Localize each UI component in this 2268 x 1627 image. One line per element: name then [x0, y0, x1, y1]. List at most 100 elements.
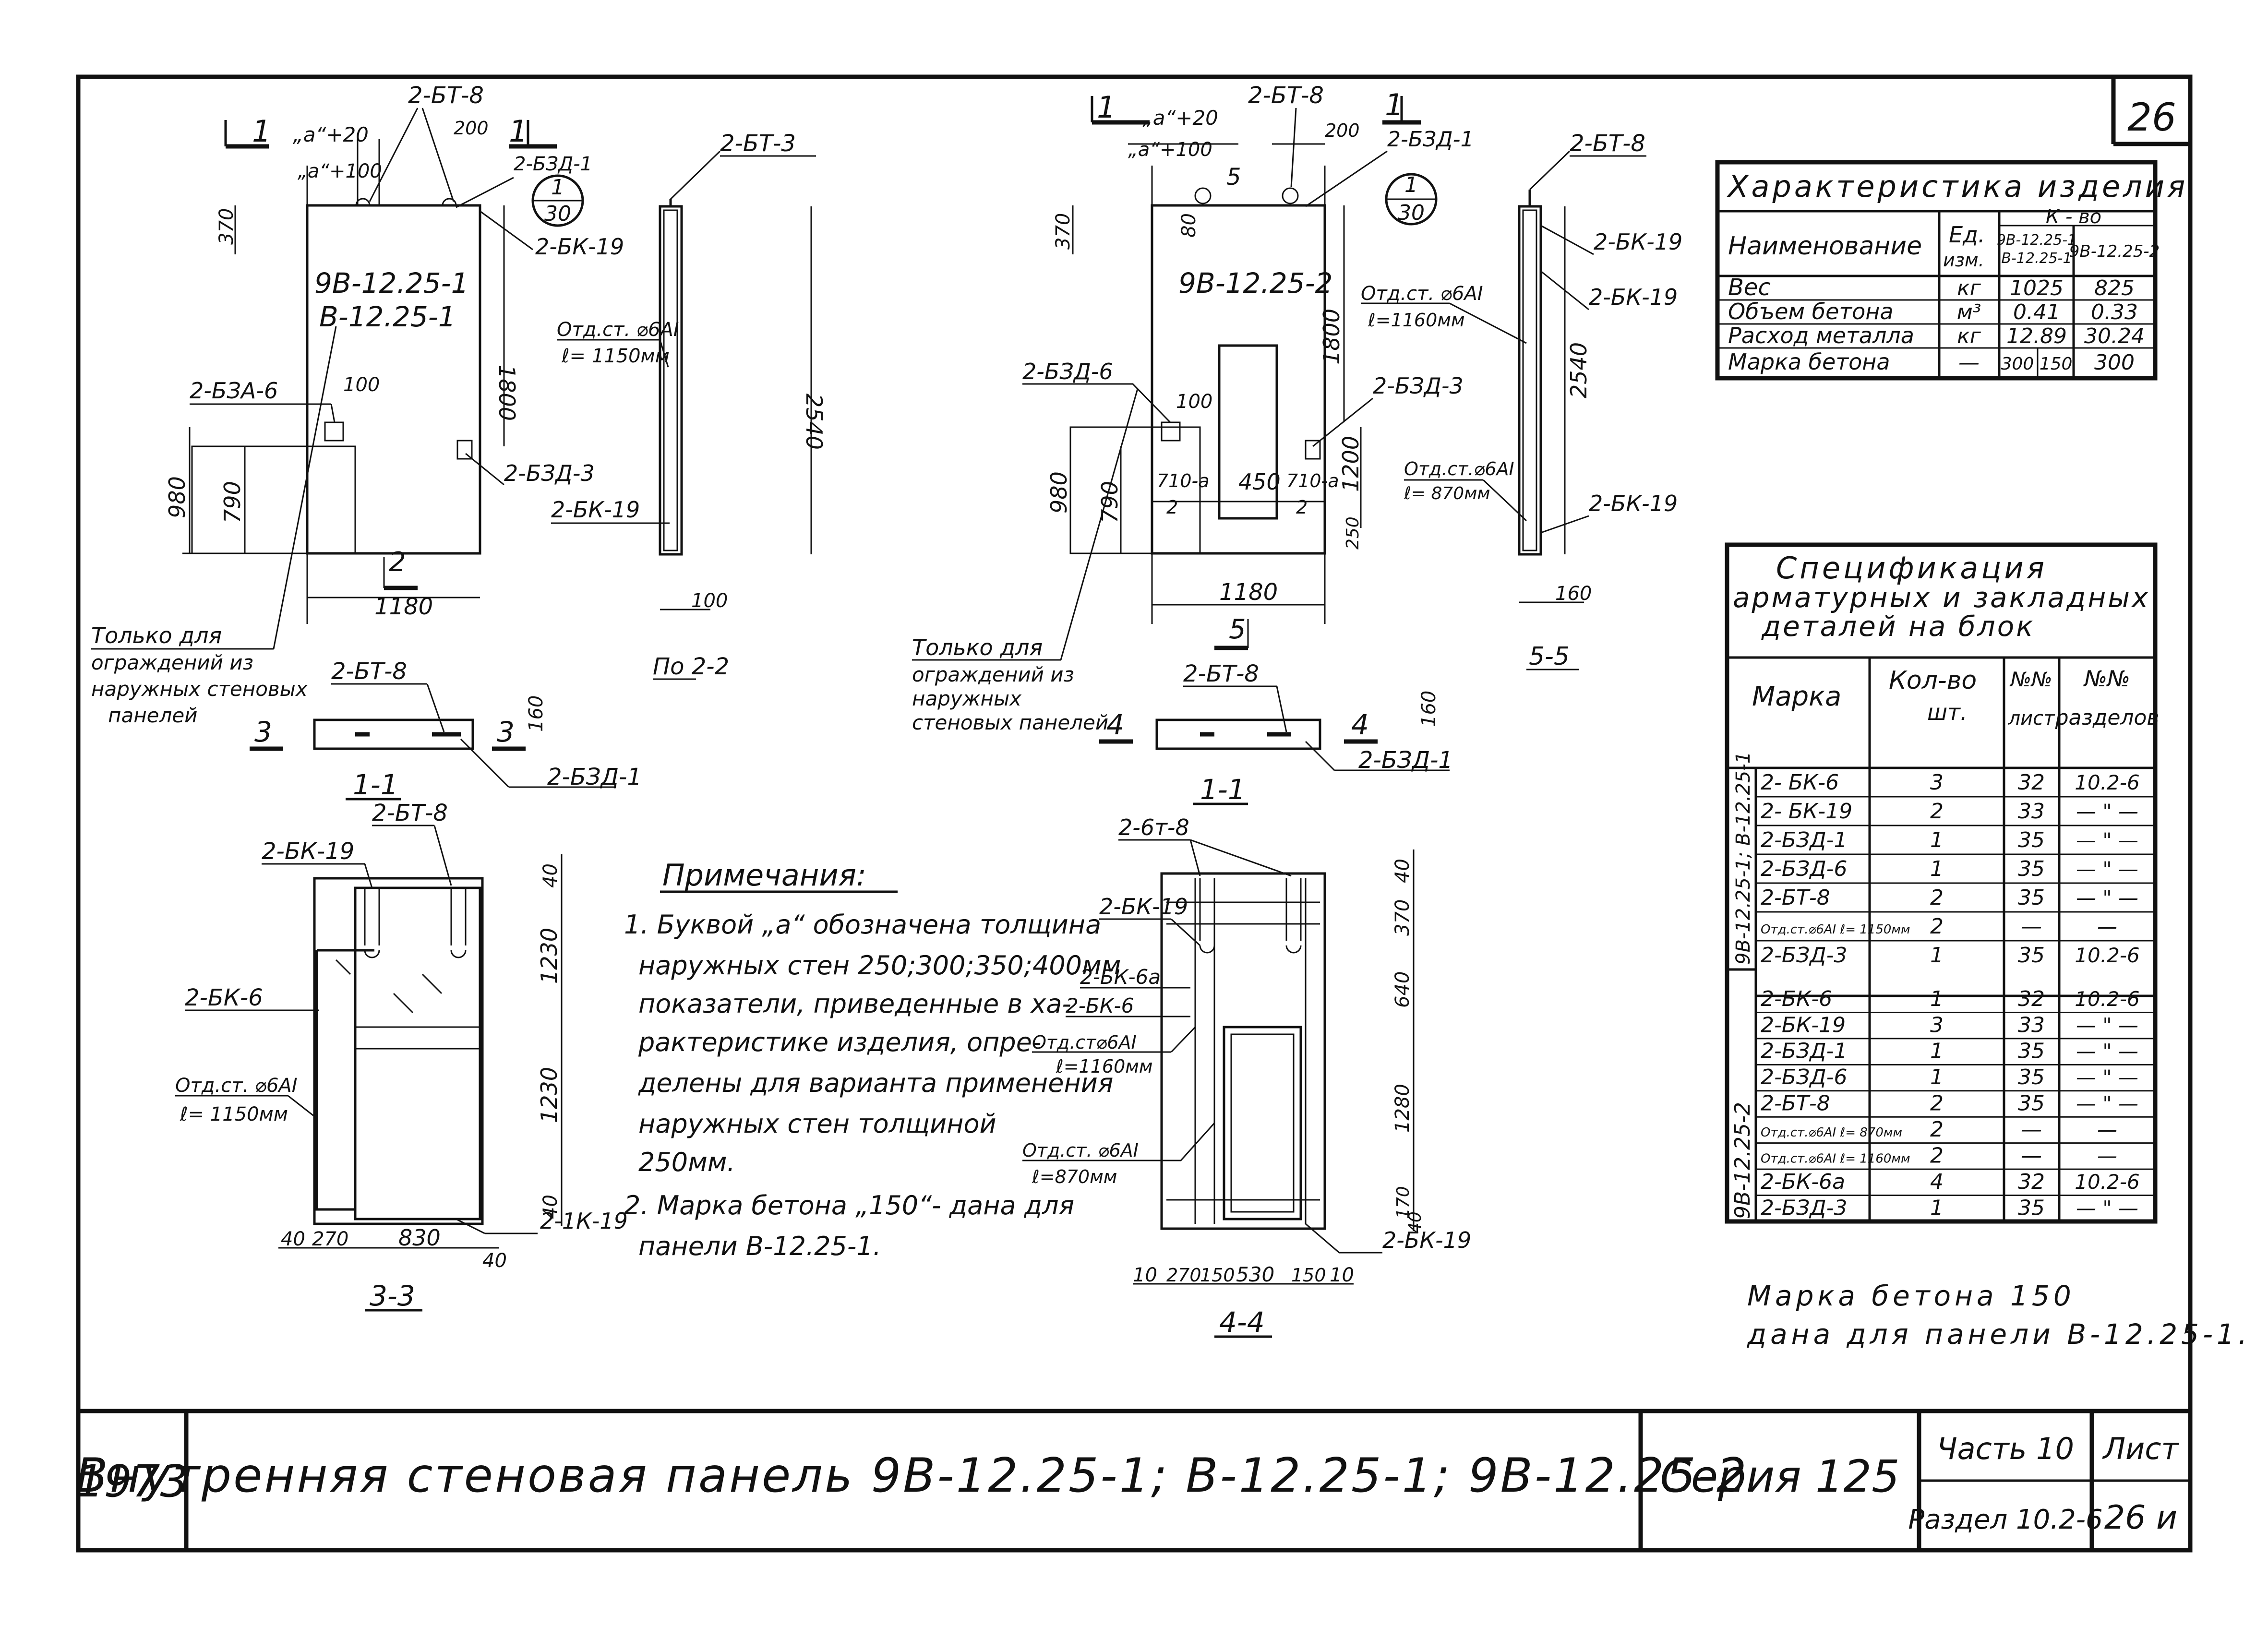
s44-b150: 150	[1200, 1265, 1235, 1286]
spec-row-g2-list: 33	[2018, 1013, 2045, 1037]
panel1-only-note: Только для ограждений из наружных стенов…	[91, 326, 337, 727]
spec-row-g2-section: 10.2-6	[2075, 987, 2139, 1011]
p1-d100: 100	[343, 374, 380, 396]
spec-row-g2-mark: Отд.ст.⌀6АI ℓ= 870мм	[1761, 1125, 1902, 1140]
p2-s5: 5	[1226, 164, 1241, 191]
p1-mark2: В-12.25-1	[319, 300, 456, 333]
note-line-5: делены для варианта применения	[638, 1068, 1113, 1098]
spec-row-g1-qty: 1	[1930, 943, 1944, 968]
plan1-m3a: 3	[254, 716, 272, 748]
characteristics-table: Характеристика изделия Наименование Ед. …	[1715, 160, 2185, 381]
p2-sec5: 5	[1229, 614, 1246, 645]
s44-b10b: 10	[1330, 1264, 1354, 1286]
p2-sec1-right: 1	[1385, 87, 1404, 122]
plan1-bd1: 2-БЗД-1	[547, 764, 642, 790]
p2-bt8s: 2-БТ-8	[1570, 130, 1645, 157]
s33-d1230a: 1230	[536, 928, 562, 984]
s33-rod2: ℓ= 1150мм	[180, 1103, 288, 1125]
p1-d980: 980	[164, 476, 190, 518]
s33-d40a: 40	[540, 863, 562, 888]
spec-row-g1-list: 35	[2018, 828, 2045, 852]
s44-bk19b: 2-БК-19	[1382, 1227, 1471, 1253]
spec-row-g2-qty: 1	[1930, 1065, 1944, 1089]
char-r3-v1: 300 150	[2001, 354, 2073, 374]
char-r3-name: Марка бетона	[1728, 349, 1890, 375]
p1-detail-circle	[531, 174, 584, 227]
spec-row-g1-qty: 2	[1930, 885, 1944, 910]
s44-rod2b: ℓ=870мм	[1032, 1166, 1117, 1187]
note-line-6: наружных стен толщиной	[638, 1109, 996, 1139]
spec-row-g1-section: — " —	[2076, 828, 2138, 852]
spec-h-list2: лист	[2008, 707, 2056, 730]
s44-d40: 40	[1392, 859, 1414, 883]
s44-bk6a: 2-БК-6а	[1080, 965, 1161, 989]
spec-row-g2-qty: 2	[1930, 1117, 1944, 1142]
p2-mark: 9В-12.25-2	[1178, 267, 1333, 299]
plan2-m4a: 4	[1106, 708, 1124, 741]
spec-row-g1-list: 35	[2018, 943, 2045, 968]
spec-row-g1-list: 35	[2018, 857, 2045, 881]
note-line-2: наружных стен 250;300;350;400мм	[638, 950, 1121, 981]
s44-rod2a: Отд.ст. ⌀6АI	[1022, 1140, 1139, 1161]
spec-row-g1-section: — " —	[2076, 857, 2138, 881]
p2-d1200: 1200	[1338, 436, 1364, 492]
char-r0-name: Вес	[1728, 274, 1771, 301]
char-h-unit2: изм.	[1943, 250, 1984, 271]
p2-circle-bot: 30	[1398, 201, 1425, 225]
spec-row-g2-list: 35	[2018, 1039, 2045, 1064]
spec-row-g2-section: 10.2-6	[2075, 1170, 2139, 1194]
char-h-unit1: Ед.	[1949, 222, 1985, 248]
p2-detail-circle	[1385, 173, 1438, 226]
p2-a100: „a“+100	[1128, 139, 1212, 161]
spec-row-g2-section: —	[2097, 1144, 2117, 1168]
spec-row-g2-qty: 2	[1930, 1144, 1944, 1168]
spec-group2: 9В-12.25-2	[1730, 1102, 1755, 1219]
s44-rod1b: ℓ=1160мм	[1056, 1056, 1153, 1077]
spec-row-g1-list: 35	[2018, 885, 2045, 910]
p2-d450: 450	[1238, 469, 1281, 495]
spec-h-sect2: разделов	[2055, 706, 2160, 730]
p2-d2a: 2	[1166, 497, 1178, 518]
spec-row-g2-section: — " —	[2076, 1013, 2138, 1037]
spec-h-list1: №№	[2009, 668, 2052, 691]
spec-row-g2-list: 32	[2018, 987, 2045, 1011]
s44-d370: 370	[1392, 899, 1414, 936]
spec-row-g1-section: — " —	[2076, 886, 2138, 909]
spec-row-g2-qty: 1	[1930, 1039, 1944, 1064]
p1-rod2: ℓ= 1150мм	[561, 345, 670, 367]
p2-a20: „a“+20	[1142, 106, 1218, 130]
spec-row-g1-mark: 2-БЗД-6	[1761, 857, 1848, 881]
s44-title: 4-4	[1219, 1306, 1265, 1339]
plan1-dim: 160	[525, 695, 547, 732]
note-line-8: 2. Марка бетона „150“- дана для	[624, 1190, 1074, 1220]
note-line-4: рактеристике изделия, опре-	[638, 1027, 1041, 1057]
section-3-3: 2-БТ-8 2-БК-19 2-БК-6 Отд.ст. ⌀6АI ℓ= 11…	[175, 800, 628, 1312]
spec-row-g1-mark: 2-БЗД-1	[1761, 828, 1848, 852]
spec-row-g1-mark: 2-БТ-8	[1761, 885, 1830, 910]
spec-row-g1-list: —	[2021, 914, 2042, 939]
title-block: 1973 Внутренняя стеновая панель 9В-12.25…	[76, 1409, 2190, 1550]
spec-row-g2-qty: 2	[1930, 1091, 1944, 1116]
s44-d170: 170	[1393, 1186, 1413, 1219]
section-4-4: 2-6т-8 2-БК-19 2-БК-6а 2-БК-6 Отд.ст⌀6АI…	[1022, 814, 1471, 1339]
panel2-elevation: 1 1 „a“+20 „a“+100 5 2-БТ-8 200 2-БЗД-1 …	[1022, 82, 1682, 671]
s44-bk6: 2-БК-6	[1066, 994, 1134, 1017]
notes-title: Примечания:	[662, 858, 866, 893]
only2-l4: стеновых панелей	[912, 711, 1108, 734]
notes: Примечания: 1. Буквой „a“ обозначена тол…	[624, 858, 1121, 1261]
spec-row-g1-section: 10.2-6	[2075, 771, 2139, 794]
char-h-c1b: В-12.25-1	[2001, 250, 2072, 267]
p1-bt3: 2-БТ-3	[720, 130, 796, 157]
char-r1-name: Объем бетона	[1728, 299, 1894, 324]
spec-row-g2-qty: 4	[1930, 1170, 1944, 1194]
plan1: 2-БТ-8 3 3 160 2-БЗД-1 1-1	[250, 658, 642, 801]
p2-d980: 980	[1046, 471, 1072, 514]
spec-row-g1-qty: 1	[1930, 828, 1944, 852]
plan2-title: 1-1	[1200, 773, 1246, 806]
p2-d1800: 1800	[1319, 309, 1344, 365]
p1-side-d100: 100	[691, 590, 728, 612]
p2-d370: 370	[1052, 213, 1074, 250]
spec-row-g2-section: — " —	[2076, 1196, 2138, 1220]
p1-rod1: Отд.ст. ⌀6АI	[557, 319, 679, 341]
s33-d1230b: 1230	[536, 1067, 562, 1123]
